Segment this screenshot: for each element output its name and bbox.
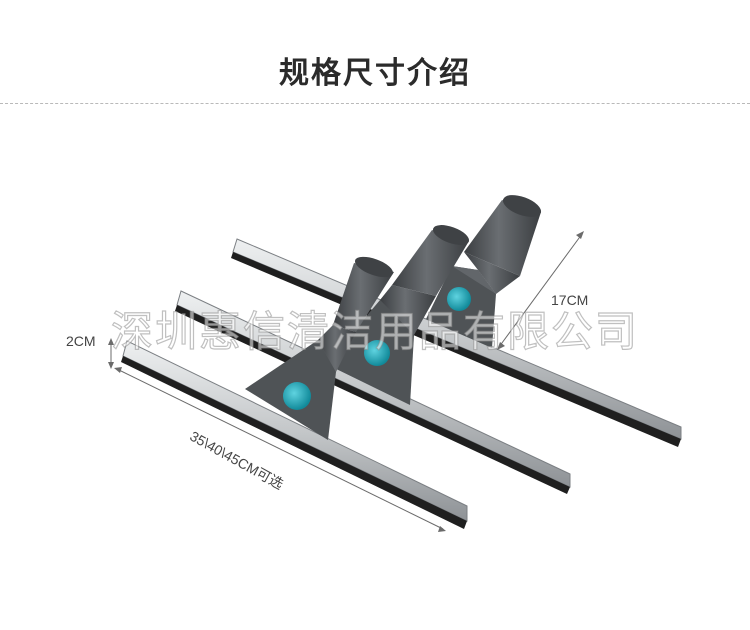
width-dimension-arrow bbox=[114, 367, 446, 532]
handle-dimension-arrow bbox=[497, 231, 584, 350]
company-watermark: 深圳惠信清洁用品有限公司 bbox=[110, 306, 639, 356]
height-dimension-label: 2CM bbox=[66, 333, 96, 349]
height-dimension-arrow bbox=[108, 338, 114, 369]
squeegee-front bbox=[121, 256, 468, 529]
screw-knob-middle bbox=[364, 340, 390, 366]
title-divider bbox=[0, 103, 750, 104]
handle-dimension-label: 17CM bbox=[551, 292, 589, 308]
screw-knob-front bbox=[283, 382, 311, 410]
page-title: 规格尺寸介绍 bbox=[279, 56, 471, 91]
squeegee-middle bbox=[175, 225, 571, 494]
screw-knob-back bbox=[447, 287, 471, 311]
